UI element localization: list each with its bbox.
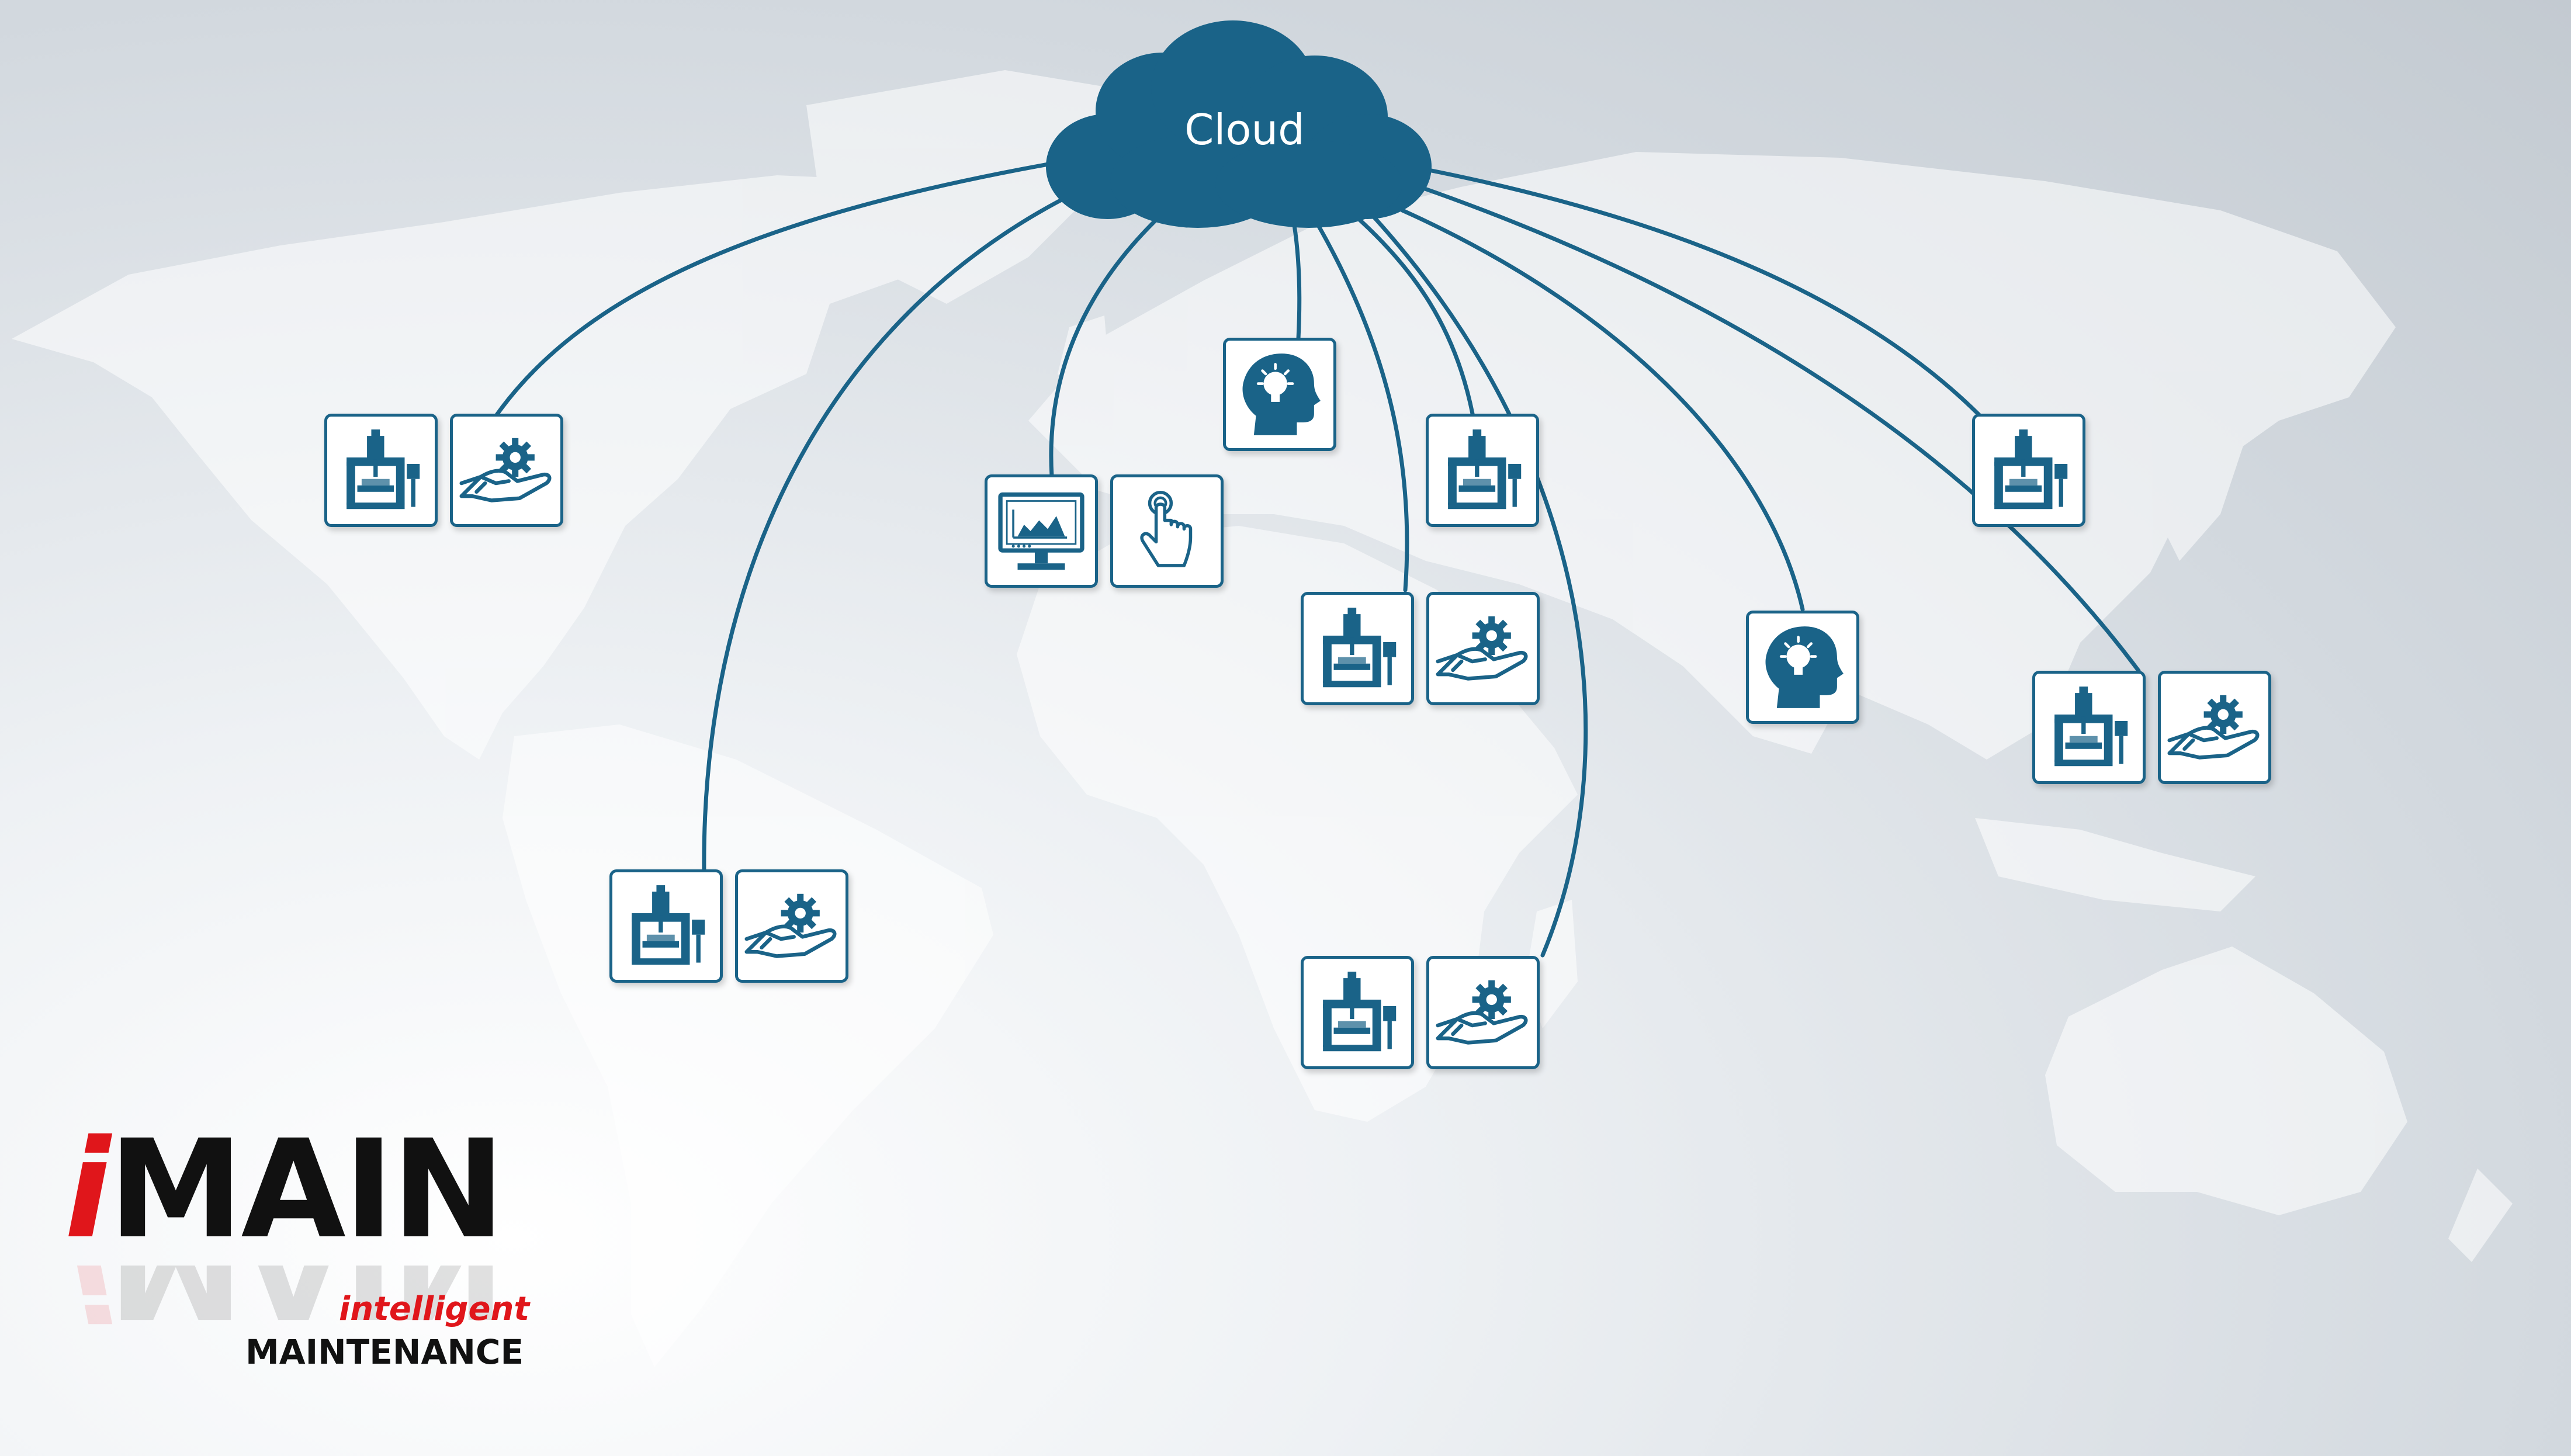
link-southeast-asia [1418,185,2141,673]
machine-tool-icon [1426,414,1539,527]
link-east-asia [1423,167,1986,422]
logo-wordmark: iMAIN [64,1122,505,1257]
link-south-africa [1371,214,1588,958]
logo-tagline-intelligent: intelligent [339,1290,530,1328]
touch-finger-icon [1110,474,1224,588]
link-western-europe [1049,214,1162,479]
service-hand-gear-icon [2158,671,2271,784]
machine-tool-icon [2032,671,2146,784]
machine-tool-icon [324,414,438,527]
link-south-america [702,190,1077,876]
machine-tool-icon [1301,592,1414,705]
islands-indonesia [1975,818,2255,911]
link-eastern-europe [1353,214,1475,416]
link-north-america [494,161,1054,417]
service-hand-gear-icon [1426,956,1540,1069]
continent-australia [2045,947,2407,1215]
service-hand-gear-icon [735,869,848,983]
continent-eurasia [1028,152,2396,760]
cloud-icon [1046,20,1432,228]
service-hand-gear-icon [450,414,563,527]
logo-tagline-maintenance: MAINTENANCE [245,1332,524,1372]
service-hand-gear-icon [1426,592,1540,705]
imain-logo: iMAIN iMAIN intelligent MAINTENANCE [64,1122,590,1391]
link-north-africa [1312,217,1409,592]
logo-i: i [64,1111,111,1268]
logo-main-text: MAIN [108,1111,505,1268]
machine-tool-icon [1301,956,1414,1069]
island-new-zealand [2448,1169,2513,1262]
knowledge-head-icon [1223,338,1336,451]
machine-tool-icon [609,869,723,983]
link-india [1400,208,1805,612]
monitor-chart-icon [985,474,1098,588]
machine-tool-icon [1972,414,2085,527]
knowledge-head-icon [1746,611,1859,724]
island-uk [1058,316,1110,409]
island-japan [2162,409,2244,561]
link-northern-europe [1292,223,1302,341]
cloud-label: Cloud [1184,105,1305,154]
continent-greenland [806,70,1145,304]
